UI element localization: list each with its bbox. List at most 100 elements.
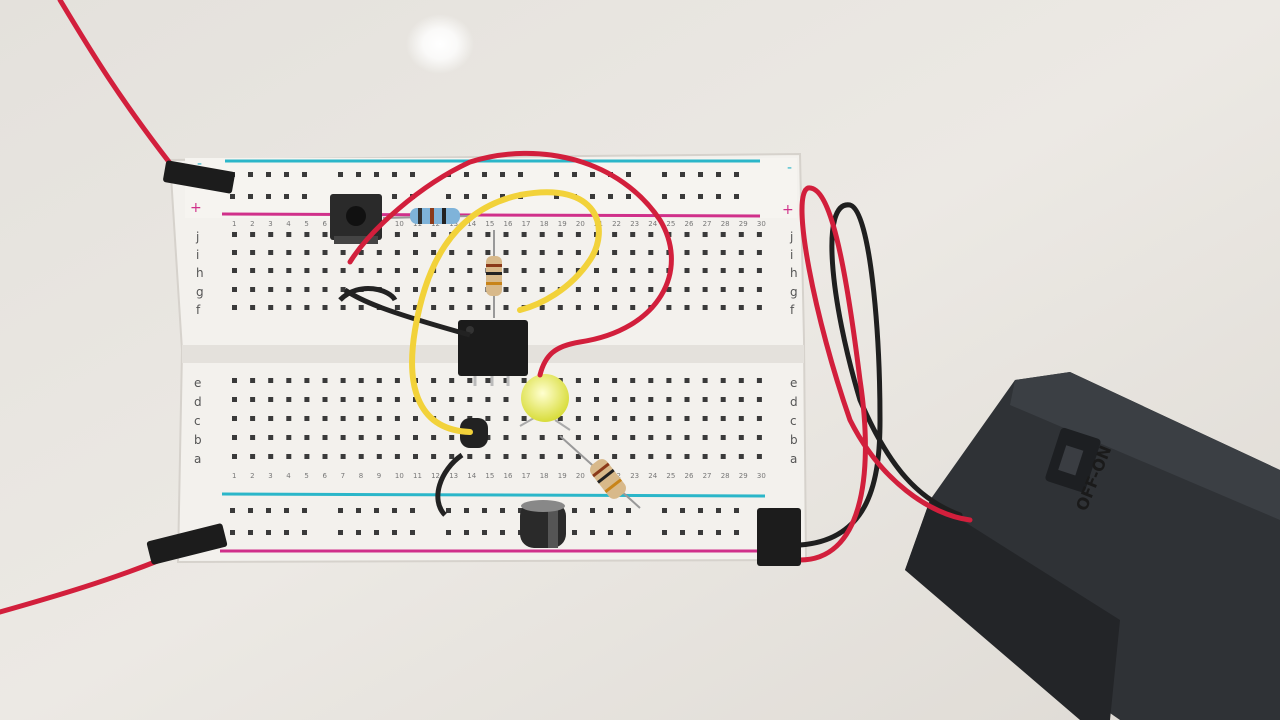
breadboard-hole — [539, 435, 545, 440]
breadboard-hole — [322, 416, 328, 421]
breadboard-hole — [268, 268, 274, 273]
breadboard-hole — [322, 287, 328, 292]
breadboard-hole — [698, 508, 703, 513]
breadboard-hole — [376, 435, 382, 440]
breadboard-hole — [446, 530, 451, 535]
breadboard-hole — [467, 268, 473, 273]
breadboard-hole — [232, 454, 237, 459]
breadboard-hole — [431, 397, 437, 402]
breadboard-hole — [684, 454, 690, 459]
breadboard-hole — [286, 287, 292, 292]
breadboard-hole — [358, 378, 364, 383]
row-letter: g — [196, 285, 204, 299]
breadboard-hole — [662, 172, 667, 177]
breadboard-hole — [413, 435, 418, 440]
breadboard-hole — [284, 194, 289, 199]
breadboard-hole — [756, 232, 762, 237]
breadboard-hole — [482, 194, 487, 199]
breadboard-hole — [594, 454, 599, 459]
breadboard-hole — [756, 454, 762, 459]
column-number: 9 — [377, 472, 381, 480]
column-number: 12 — [431, 472, 440, 480]
breadboard-hole — [557, 416, 563, 421]
breadboard-hole — [756, 305, 762, 310]
breadboard-hole — [394, 250, 400, 255]
breadboard-hole — [630, 287, 636, 292]
push-button[interactable] — [330, 194, 382, 244]
resistor-bottom — [559, 435, 641, 509]
breadboard-hole — [482, 530, 487, 535]
breadboard-hole — [557, 268, 563, 273]
breadboard-hole — [503, 435, 509, 440]
breadboard-hole — [666, 287, 672, 292]
breadboard-hole — [503, 287, 509, 292]
column-number: 14 — [467, 472, 476, 480]
breadboard-hole — [738, 250, 744, 255]
breadboard-hole — [376, 416, 382, 421]
breadboard-hole — [608, 530, 613, 535]
breadboard-hole — [734, 194, 739, 199]
column-number: 24 — [648, 472, 657, 480]
breadboard-hole — [394, 378, 400, 383]
breadboard-hole — [702, 397, 708, 402]
breadboard-hole — [521, 250, 527, 255]
breadboard-hole — [446, 508, 451, 513]
breadboard-hole — [680, 508, 685, 513]
breadboard-hole — [250, 268, 256, 273]
breadboard-hole — [322, 268, 328, 273]
breadboard-hole — [340, 305, 346, 310]
breadboard-hole — [608, 508, 613, 513]
breadboard-hole — [467, 454, 473, 459]
breadboard-hole — [630, 397, 636, 402]
breadboard-hole — [680, 172, 685, 177]
breadboard-hole — [286, 250, 292, 255]
breadboard-hole — [738, 397, 744, 402]
breadboard-hole — [666, 397, 672, 402]
breadboard-hole — [666, 305, 672, 310]
breadboard-hole — [431, 435, 437, 440]
breadboard-hole — [413, 454, 418, 459]
breadboard-hole — [503, 454, 509, 459]
breadboard-hole — [322, 305, 328, 310]
breadboard-hole — [521, 416, 527, 421]
row-letter: e — [790, 376, 797, 390]
column-number: 14 — [467, 220, 476, 228]
breadboard-hole — [232, 305, 237, 310]
breadboard-hole — [575, 454, 581, 459]
breadboard-hole — [626, 194, 631, 199]
row-letter: b — [790, 433, 798, 447]
breadboard-hole — [539, 268, 545, 273]
breadboard-hole — [340, 250, 346, 255]
breadboard-hole — [648, 378, 654, 383]
breadboard-hole — [467, 305, 473, 310]
breadboard-hole — [648, 435, 654, 440]
breadboard-hole — [738, 378, 744, 383]
breadboard-hole — [482, 172, 487, 177]
breadboard-hole — [284, 530, 289, 535]
breadboard-hole — [266, 194, 271, 199]
breadboard-hole — [626, 508, 631, 513]
breadboard-hole — [248, 530, 253, 535]
breadboard-hole — [232, 232, 237, 237]
breadboard-hole — [756, 268, 762, 273]
row-letter: d — [790, 395, 798, 409]
breadboard-hole — [680, 194, 685, 199]
breadboard-hole — [716, 172, 721, 177]
resistor-vertical — [486, 230, 502, 318]
breadboard-hole — [612, 287, 618, 292]
column-number: 13 — [449, 220, 458, 228]
breadboard-hole — [449, 416, 455, 421]
breadboard-hole — [394, 397, 400, 402]
column-number: 16 — [504, 472, 513, 480]
breadboard-hole — [630, 268, 636, 273]
breadboard-hole — [248, 172, 253, 177]
breadboard-hole — [684, 397, 690, 402]
breadboard-hole — [250, 397, 256, 402]
breadboard-hole — [648, 397, 654, 402]
breadboard-hole — [702, 378, 708, 383]
breadboard-hole — [485, 378, 491, 383]
breadboard-hole — [410, 508, 415, 513]
column-number: 28 — [721, 472, 730, 480]
breadboard-hole — [594, 305, 599, 310]
